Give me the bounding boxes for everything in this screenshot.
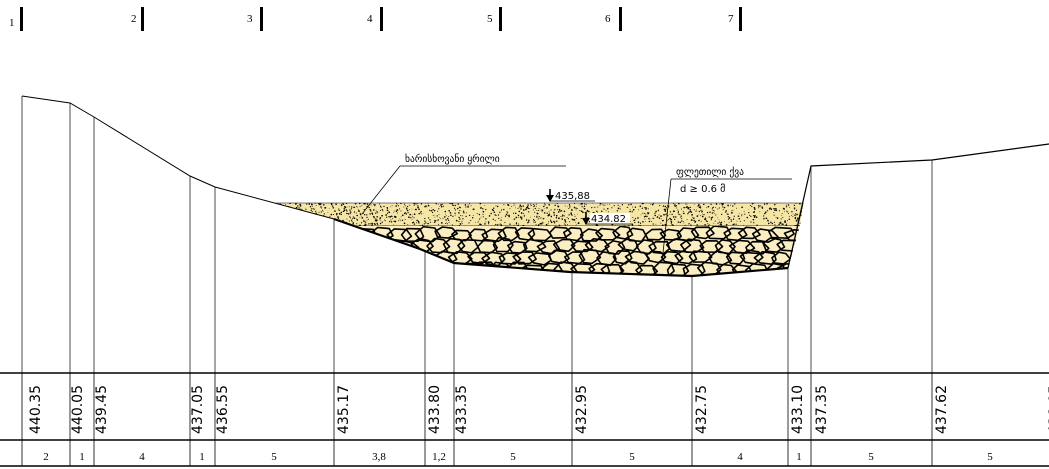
elevation-value: 435.17 — [336, 385, 352, 434]
elevation-value: 433.80 — [427, 385, 443, 434]
distance-value: 5 — [987, 451, 993, 463]
section-number: 4 — [367, 13, 373, 25]
section-number: 6 — [605, 13, 611, 25]
annotations: ხარისხოვანი ყრილი ფლეთილი ქვა d ≥ 0.6 მ … — [361, 154, 792, 263]
level-bottom-label: 434.82 — [591, 214, 626, 225]
section-number: 5 — [487, 13, 493, 25]
distance-value: 4 — [737, 451, 743, 463]
station-lines — [21, 96, 933, 373]
elevation-value: 432.95 — [574, 385, 590, 434]
elevation-value: 432.75 — [694, 385, 710, 434]
distance-value: 5 — [868, 451, 874, 463]
distance-value: 2 — [43, 451, 49, 463]
stone-label: ფლეთილი ქვა — [676, 167, 744, 178]
section-tick — [499, 7, 502, 31]
elevation-value: 433.10 — [790, 385, 806, 434]
elevation-value: 433.35 — [454, 385, 470, 434]
elevation-value: 440.35 — [28, 385, 44, 434]
section-tick — [380, 7, 383, 31]
section-number: 1 — [9, 17, 15, 29]
elevation-value: 437.62 — [934, 385, 950, 434]
section-tick — [739, 7, 742, 31]
elevation-value: 438.05 — [1047, 385, 1049, 434]
elevation-table: 440.35 440.05 439.45 437.05 436.55 435.17 433.… — [0, 372, 1049, 467]
section-tick — [141, 7, 144, 31]
stone-size-label: d ≥ 0.6 მ — [680, 183, 725, 195]
section-tick — [20, 7, 23, 31]
distance-value: 1 — [199, 451, 205, 463]
distance-value: 4 — [139, 451, 145, 463]
level-top-label: 435,88 — [555, 191, 590, 202]
elevation-value: 437.35 — [814, 385, 830, 434]
section-tick — [260, 7, 263, 31]
distance-value: 1,2 — [432, 451, 446, 463]
elevation-value: 439.45 — [94, 385, 110, 434]
elevation-value: 437.05 — [190, 385, 206, 434]
distance-value: 1 — [796, 451, 802, 463]
distance-value: 5 — [510, 451, 516, 463]
distance-value: 5 — [629, 451, 635, 463]
elevation-value: 440.05 — [70, 385, 86, 434]
distance-value: 1 — [79, 451, 85, 463]
fill-material-label: ხარისხოვანი ყრილი — [405, 154, 500, 165]
elevation-value: 436.55 — [215, 385, 231, 434]
section-number: 2 — [131, 13, 137, 25]
section-tick — [619, 7, 622, 31]
section-number: 3 — [247, 13, 253, 25]
distance-value: 5 — [271, 451, 277, 463]
distance-value: 3,8 — [372, 451, 386, 463]
section-number: 7 — [728, 13, 734, 25]
quality-fill-layer — [276, 202, 803, 227]
section-number-markers: 1 2 3 4 5 6 7 — [9, 7, 742, 31]
